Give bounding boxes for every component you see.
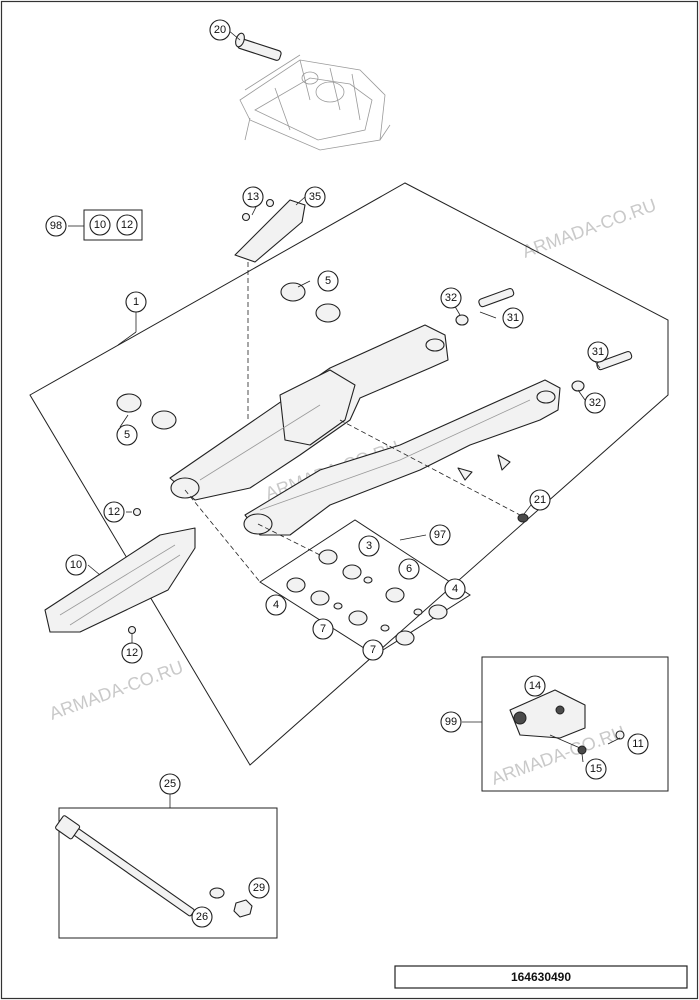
callout-25: 25 bbox=[159, 773, 181, 795]
svg-text:12: 12 bbox=[108, 506, 120, 518]
svg-text:6: 6 bbox=[406, 563, 412, 575]
svg-text:25: 25 bbox=[164, 778, 176, 790]
callout-29: 29 bbox=[248, 877, 270, 899]
callout-7-left: 7 bbox=[312, 618, 334, 640]
callout-97: 97 bbox=[429, 524, 451, 546]
callout-21: 21 bbox=[529, 489, 551, 511]
callout-12-bottom: 12 bbox=[121, 642, 143, 664]
callout-5-top: 5 bbox=[317, 270, 339, 292]
chain-guide-part bbox=[509, 689, 625, 755]
bearing-kit-parts bbox=[286, 549, 448, 646]
svg-text:12: 12 bbox=[126, 647, 138, 659]
svg-text:14: 14 bbox=[529, 680, 541, 692]
chain-sliding-guard-part bbox=[44, 507, 196, 635]
callout-1: 1 bbox=[125, 291, 147, 313]
callout-35: 35 bbox=[304, 186, 326, 208]
callout-31-top: 31 bbox=[502, 307, 524, 329]
callout-98-group-box bbox=[83, 209, 143, 241]
callout-5-left: 5 bbox=[116, 424, 138, 446]
svg-text:13: 13 bbox=[247, 191, 259, 203]
svg-text:7: 7 bbox=[370, 644, 376, 656]
svg-text:20: 20 bbox=[214, 24, 226, 36]
svg-text:10: 10 bbox=[70, 559, 82, 571]
callout-31-right: 31 bbox=[587, 341, 609, 363]
callout-32-right: 32 bbox=[584, 392, 606, 414]
svg-text:11: 11 bbox=[632, 738, 643, 750]
swingarm-group-outline bbox=[29, 182, 669, 766]
callout-3: 3 bbox=[358, 535, 380, 557]
watermark-3: ARMADA-CO.RU bbox=[47, 657, 186, 724]
swingarm-part bbox=[169, 324, 561, 536]
callout-15: 15 bbox=[585, 758, 607, 780]
callout-11: 11 bbox=[627, 733, 649, 755]
svg-text:97: 97 bbox=[434, 529, 446, 541]
callout-4-left: 4 bbox=[265, 594, 287, 616]
svg-text:21: 21 bbox=[534, 494, 546, 506]
svg-text:1: 1 bbox=[133, 296, 139, 308]
callout-10-guard: 10 bbox=[65, 554, 87, 576]
svg-text:15: 15 bbox=[590, 763, 602, 775]
callout-10-group: 10 bbox=[89, 214, 111, 236]
chain-guide-top-part bbox=[234, 198, 306, 263]
drawing-number-box bbox=[394, 965, 688, 989]
callout-99: 99 bbox=[440, 711, 462, 733]
axle-adjust-bolts-part bbox=[455, 287, 633, 523]
svg-text:98: 98 bbox=[50, 220, 62, 232]
bearing-caps-part bbox=[116, 282, 341, 430]
callout-4-right: 4 bbox=[444, 578, 466, 600]
callout-32-top: 32 bbox=[440, 287, 462, 309]
svg-text:99: 99 bbox=[445, 716, 457, 728]
drawing-number: 164630490 bbox=[511, 970, 571, 984]
callout-20: 20 bbox=[209, 19, 231, 41]
svg-text:4: 4 bbox=[273, 599, 279, 611]
chain-guide-kit-box bbox=[481, 656, 669, 792]
callout-12-mid: 12 bbox=[103, 501, 125, 523]
callout-12-group: 12 bbox=[116, 214, 138, 236]
callout-14: 14 bbox=[524, 675, 546, 697]
svg-text:10: 10 bbox=[94, 219, 106, 231]
svg-text:26: 26 bbox=[196, 911, 208, 923]
swingarm-axle-part bbox=[55, 815, 253, 918]
svg-text:5: 5 bbox=[124, 429, 130, 441]
svg-text:5: 5 bbox=[325, 275, 331, 287]
svg-text:31: 31 bbox=[592, 346, 604, 358]
callout-7-right: 7 bbox=[362, 639, 384, 661]
pivot-bolt-part bbox=[235, 32, 282, 61]
axle-kit-box bbox=[58, 807, 278, 939]
callout-6: 6 bbox=[398, 558, 420, 580]
svg-text:35: 35 bbox=[309, 191, 321, 203]
svg-text:32: 32 bbox=[589, 397, 601, 409]
frame-mount-area bbox=[239, 54, 391, 151]
callout-26: 26 bbox=[191, 906, 213, 928]
callout-13: 13 bbox=[242, 186, 264, 208]
svg-text:4: 4 bbox=[452, 583, 458, 595]
svg-text:31: 31 bbox=[507, 312, 519, 324]
svg-text:32: 32 bbox=[445, 292, 457, 304]
bearing-kit-outline bbox=[259, 519, 471, 656]
svg-text:3: 3 bbox=[366, 540, 372, 552]
svg-text:7: 7 bbox=[320, 623, 326, 635]
svg-text:29: 29 bbox=[253, 882, 265, 894]
callout-98: 98 bbox=[45, 215, 67, 237]
watermark-1: ARMADA-CO.RU bbox=[520, 195, 659, 262]
svg-text:12: 12 bbox=[121, 219, 133, 231]
